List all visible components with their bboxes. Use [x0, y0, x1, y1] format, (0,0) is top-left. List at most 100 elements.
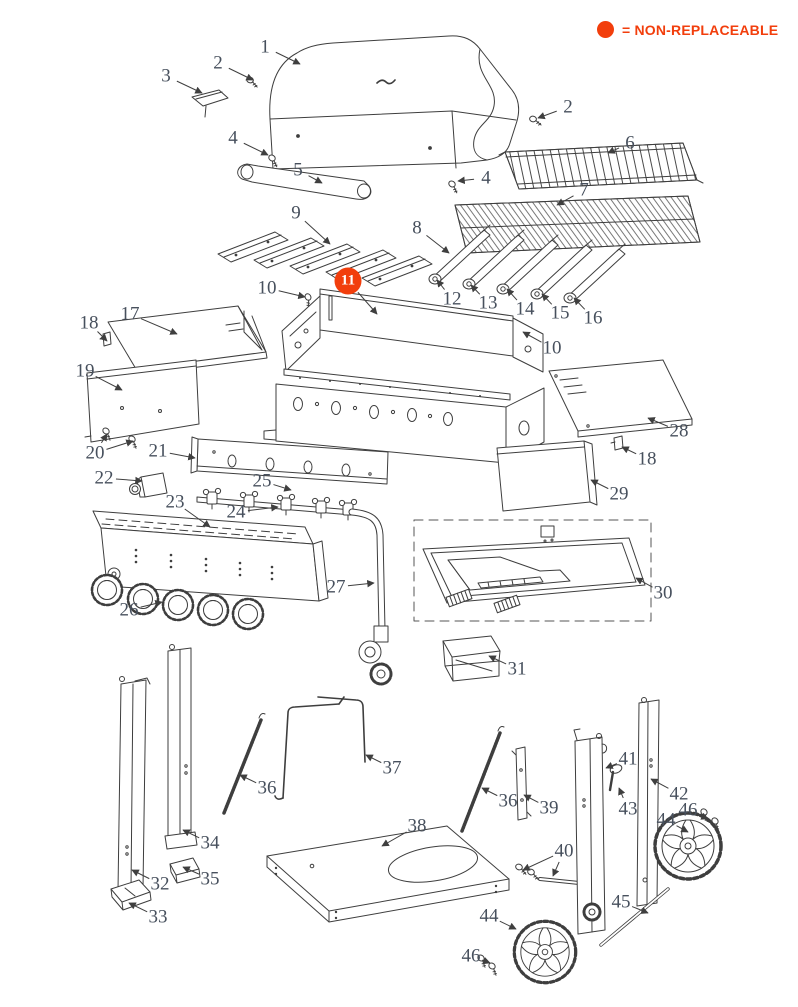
part-label-10: 10 — [542, 337, 562, 359]
part-label-32: 32 — [150, 873, 170, 895]
part-label-40: 40 — [554, 840, 574, 862]
part-label-23: 23 — [165, 491, 185, 513]
part-label-11: 11 — [334, 267, 362, 295]
part-label-10: 10 — [257, 277, 277, 299]
handle-endcap-drawing — [191, 89, 229, 118]
part-label-42: 42 — [669, 783, 689, 805]
part-label-9: 9 — [291, 202, 301, 224]
bolt-46-left-b — [485, 961, 502, 977]
part-label-22: 22 — [94, 467, 114, 489]
part-label-4: 4 — [481, 167, 491, 189]
part-label-29: 29 — [609, 483, 629, 505]
part-label-26: 26 — [119, 599, 139, 621]
part-label-15: 15 — [550, 302, 570, 324]
part-label-25: 25 — [252, 470, 272, 492]
left-side-panel-drawing — [84, 359, 200, 443]
left-foot-drawing — [110, 879, 152, 911]
part-label-21: 21 — [148, 440, 168, 462]
front-left-leg-drawing — [117, 676, 151, 892]
wheel-left-drawing — [512, 919, 578, 985]
part-label-30: 30 — [653, 582, 673, 604]
tank-wire-frame-drawing — [274, 696, 366, 800]
screw-20-a — [99, 426, 116, 442]
bolt-46-right-b — [708, 816, 724, 832]
part-label-45: 45 — [611, 891, 631, 913]
part-label-16: 16 — [583, 307, 603, 329]
part-label-34: 34 — [200, 832, 220, 854]
part-label-27: 27 — [326, 576, 346, 598]
part-label-33: 33 — [148, 906, 168, 928]
part-label-12: 12 — [442, 288, 462, 310]
firebox-drawing — [263, 288, 545, 464]
center-right-leg-drawing — [573, 728, 608, 935]
part-label-37: 37 — [382, 757, 402, 779]
screw-4-left — [265, 153, 282, 168]
rear-right-leg-drawing — [636, 697, 660, 907]
screw-10-left — [301, 292, 316, 308]
part-label-1: 1 — [260, 36, 270, 58]
part-label-31: 31 — [507, 658, 527, 680]
knobs-drawing — [90, 573, 265, 631]
bottom-shelf-drawing — [266, 825, 510, 923]
part-label-46: 46 — [678, 799, 698, 821]
manifold-drawing — [196, 487, 358, 521]
control-panel-drawing — [92, 510, 329, 602]
part-label-3: 3 — [161, 65, 171, 87]
part-label-44: 44 — [479, 905, 499, 927]
front-bracket-drawing — [190, 436, 389, 485]
right-side-panel-drawing — [496, 440, 598, 512]
part-label-20: 20 — [85, 442, 105, 464]
screw-20-b — [125, 434, 142, 450]
screw-2-left — [244, 75, 260, 89]
part-label-41: 41 — [618, 748, 638, 770]
part-label-35: 35 — [200, 868, 220, 890]
axle-bolt-drawing — [513, 862, 599, 893]
part-label-43: 43 — [618, 798, 638, 820]
part-label-19: 19 — [75, 360, 95, 382]
part-label-44: 44 — [656, 809, 676, 831]
rear-left-foot-drawing — [169, 857, 201, 884]
part-label-14: 14 — [515, 298, 535, 320]
part-label-46: 46 — [461, 945, 481, 967]
screw-2-right — [528, 115, 543, 126]
grease-cup-drawing — [442, 635, 501, 682]
part-label-28: 28 — [669, 420, 689, 442]
part-label-8: 8 — [412, 217, 422, 239]
handle-bar-drawing — [237, 163, 372, 200]
part-label-18: 18 — [637, 448, 657, 470]
part-label-39: 39 — [539, 797, 559, 819]
rear-left-leg-drawing — [164, 644, 198, 850]
igniter-drawing — [129, 472, 168, 498]
warming-rack-drawing — [498, 142, 704, 190]
heat-tents-drawing — [217, 231, 433, 287]
screw-10-right — [510, 325, 525, 341]
hose-regulator-drawing — [348, 508, 393, 686]
legend-label: = NON-REPLACEABLE — [622, 21, 779, 38]
support-rod-left-drawing — [222, 718, 263, 815]
screw-4-right — [445, 179, 462, 194]
part-label-13: 13 — [478, 292, 498, 314]
lid-drawing — [269, 35, 520, 170]
part-label-7: 7 — [579, 179, 589, 201]
lid-logo — [376, 79, 396, 85]
part-label-36: 36 — [498, 790, 518, 812]
part-label-2: 2 — [213, 52, 223, 74]
shelf-clip-right-drawing — [610, 435, 624, 451]
part-label-5: 5 — [293, 159, 303, 181]
part-label-6: 6 — [625, 132, 635, 154]
part-label-17: 17 — [120, 303, 140, 325]
shelf-clip-left-drawing — [99, 331, 112, 347]
support-rod-right-drawing — [460, 731, 502, 833]
grease-tray-assembly-drawing — [413, 519, 652, 622]
part-label-4: 4 — [228, 127, 238, 149]
non-replaceable-dot-icon — [597, 21, 614, 38]
bolt-46-right-a — [697, 807, 713, 823]
part-label-38: 38 — [407, 815, 427, 837]
part-label-24: 24 — [226, 501, 246, 523]
part-label-18: 18 — [79, 312, 99, 334]
legend: = NON-REPLACEABLE — [597, 21, 778, 38]
cooking-grate-drawing — [454, 195, 701, 254]
